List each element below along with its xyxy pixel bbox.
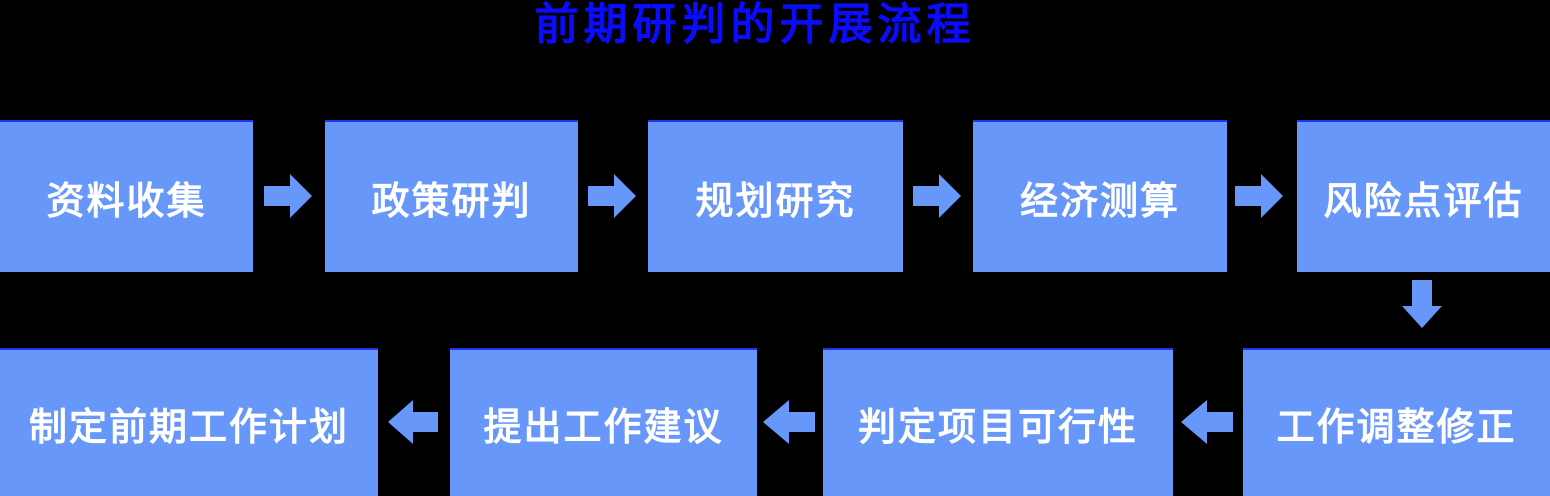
arrow-left-icon: [763, 400, 815, 444]
arrow-right-icon: [913, 174, 961, 218]
flow-node-feasibility-judgment: 判定项目可行性: [823, 348, 1173, 496]
flow-node-data-collection: 资料收集: [0, 120, 253, 272]
arrow-right-icon: [1235, 174, 1283, 218]
flow-node-planning-research: 规划研究: [648, 120, 903, 272]
diagram-title: 前期研判的开展流程: [534, 0, 976, 50]
arrow-right-icon: [264, 174, 312, 218]
flow-node-work-adjustment: 工作调整修正: [1243, 348, 1550, 496]
flow-node-risk-assessment: 风险点评估: [1297, 120, 1550, 272]
arrow-right-icon: [588, 174, 636, 218]
flow-node-work-suggestions: 提出工作建议: [450, 348, 757, 496]
flow-node-policy-analysis: 政策研判: [325, 120, 578, 272]
arrow-down-icon: [1402, 280, 1442, 328]
arrow-left-icon: [1181, 400, 1233, 444]
flow-node-economic-calculation: 经济测算: [973, 120, 1227, 272]
arrow-left-icon: [388, 400, 438, 444]
flow-node-preliminary-work-plan: 制定前期工作计划: [0, 348, 378, 496]
